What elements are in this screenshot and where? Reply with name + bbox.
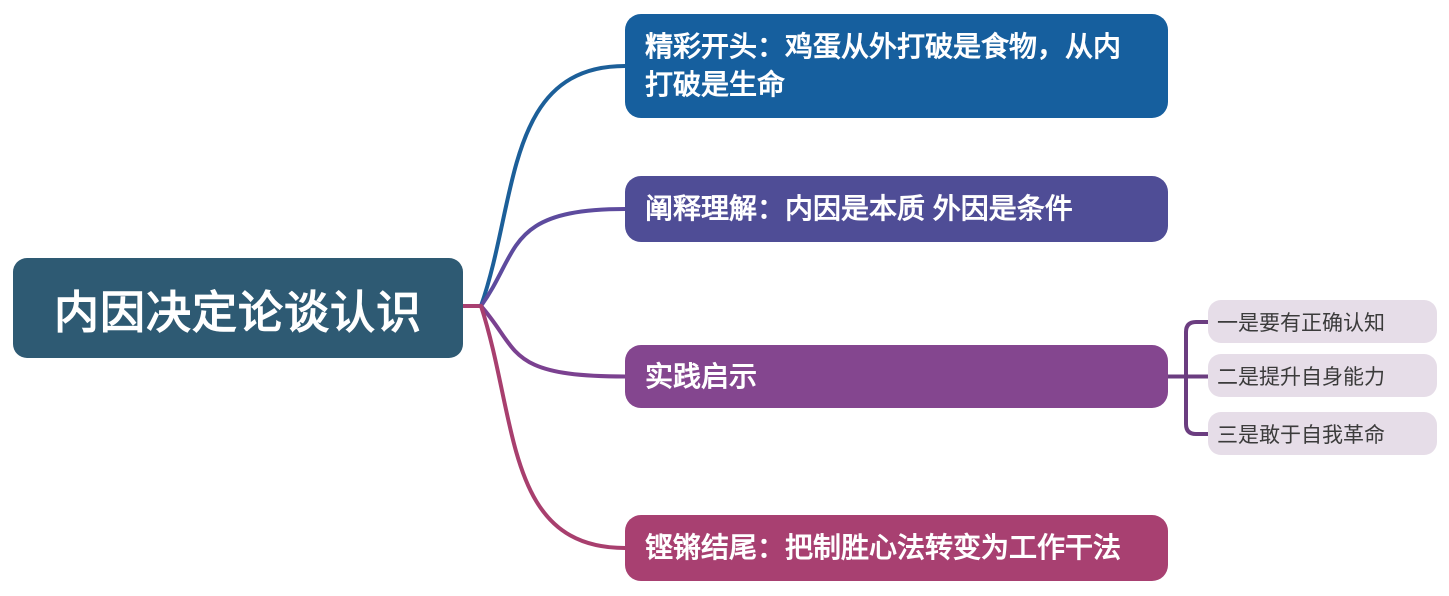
child-node-self-revolution[interactable]: 三是敢于自我革命 <box>1208 412 1437 455</box>
child-node-improve-ability-label: 二是提升自身能力 <box>1217 365 1385 389</box>
branch-node-ending-label: 铿锵结尾：把制胜心法转变为工作干法 <box>645 532 1122 563</box>
root-node[interactable]: 内因决定论谈认识 <box>13 258 463 358</box>
branch-node-practice[interactable]: 实践启示 <box>625 345 1168 408</box>
branch-node-explanation-label: 阐释理解：内因是本质 外因是条件 <box>645 193 1073 224</box>
connector-root-to-opening <box>479 64 627 308</box>
child-node-improve-ability[interactable]: 二是提升自身能力 <box>1208 354 1437 397</box>
root-node-label: 内因决定论谈认识 <box>53 286 422 338</box>
branch-node-opening-label: 精彩开头：鸡蛋从外打破是食物，从内打破是生命 <box>645 31 1122 100</box>
connector-root-to-ending <box>479 304 627 550</box>
connector-practice-to-child-3 <box>1184 374 1210 436</box>
branch-node-practice-label: 实践启示 <box>645 360 758 392</box>
child-node-self-revolution-label: 三是敢于自我革命 <box>1217 423 1385 447</box>
connector-root-to-practice <box>479 304 627 379</box>
child-node-correct-cognition-label: 一是要有正确认知 <box>1217 311 1385 335</box>
branch-node-explanation[interactable]: 阐释理解：内因是本质 外因是条件 <box>625 176 1168 242</box>
branch-node-opening[interactable]: 精彩开头：鸡蛋从外打破是食物，从内打破是生命 <box>625 14 1168 118</box>
connector-root-to-explanation <box>479 207 627 308</box>
branch-node-ending[interactable]: 铿锵结尾：把制胜心法转变为工作干法 <box>625 515 1168 581</box>
connector-practice-to-child-1 <box>1184 320 1210 379</box>
child-node-correct-cognition[interactable]: 一是要有正确认知 <box>1208 300 1437 343</box>
